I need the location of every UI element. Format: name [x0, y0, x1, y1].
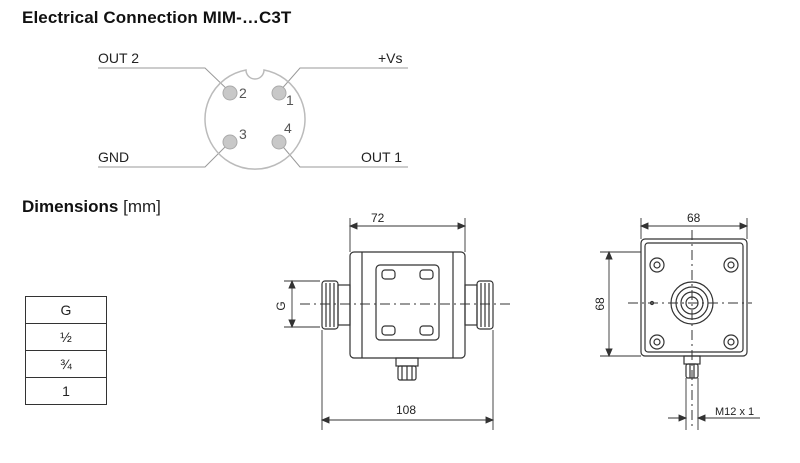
- wire-gnd: [98, 141, 231, 168]
- label-out1: OUT 1: [361, 149, 402, 165]
- label-gnd: GND: [98, 149, 130, 165]
- pin-label-3: 3: [239, 126, 247, 142]
- front-dimensions: [600, 218, 760, 430]
- g-size-table: G ½ ¾ 1: [25, 296, 107, 405]
- wire-vs: [278, 67, 408, 93]
- table-cell: 1: [25, 377, 107, 405]
- connector-wires: [98, 67, 408, 168]
- wire-out2: [98, 67, 231, 93]
- pin-label-4: 4: [284, 120, 292, 136]
- connector-outline: [204, 69, 306, 170]
- side-body: [349, 251, 466, 359]
- dim-72-label: 72: [371, 211, 385, 225]
- dim-108-label: 108: [396, 403, 416, 417]
- side-dimensions: [284, 218, 495, 430]
- electrical-connection-title: Electrical Connection MIM-…C3T: [22, 8, 292, 27]
- table-cell: ½: [25, 323, 107, 351]
- dimensions-title: Dimensions [mm]: [22, 197, 161, 217]
- pin-3: [222, 134, 238, 150]
- pin-1: [271, 85, 287, 101]
- side-view-drawing: [321, 251, 494, 381]
- table-row: 1: [25, 377, 107, 405]
- pin-2: [222, 85, 238, 101]
- table-row: ¾: [25, 350, 107, 378]
- wire-out1: [278, 141, 408, 168]
- dim-m12-label: M12 x 1: [715, 406, 754, 418]
- dimensions-unit: [mm]: [123, 197, 161, 216]
- pin-label-2: 2: [239, 85, 247, 101]
- dimensions-title-label: Dimensions: [22, 197, 119, 216]
- table-header-g: G: [25, 296, 107, 324]
- dim-front-width-label: 68: [687, 211, 701, 225]
- front-view-drawing: [640, 238, 748, 379]
- pin-4: [271, 134, 287, 150]
- table-row: ½: [25, 323, 107, 351]
- pin-label-1: 1: [286, 92, 294, 108]
- dim-g-label: G: [274, 301, 288, 310]
- table-row: G: [25, 296, 107, 324]
- table-cell: ¾: [25, 350, 107, 378]
- label-vs: +Vs: [378, 50, 403, 66]
- label-out2: OUT 2: [98, 50, 139, 66]
- dim-front-height-label: 68: [593, 297, 607, 311]
